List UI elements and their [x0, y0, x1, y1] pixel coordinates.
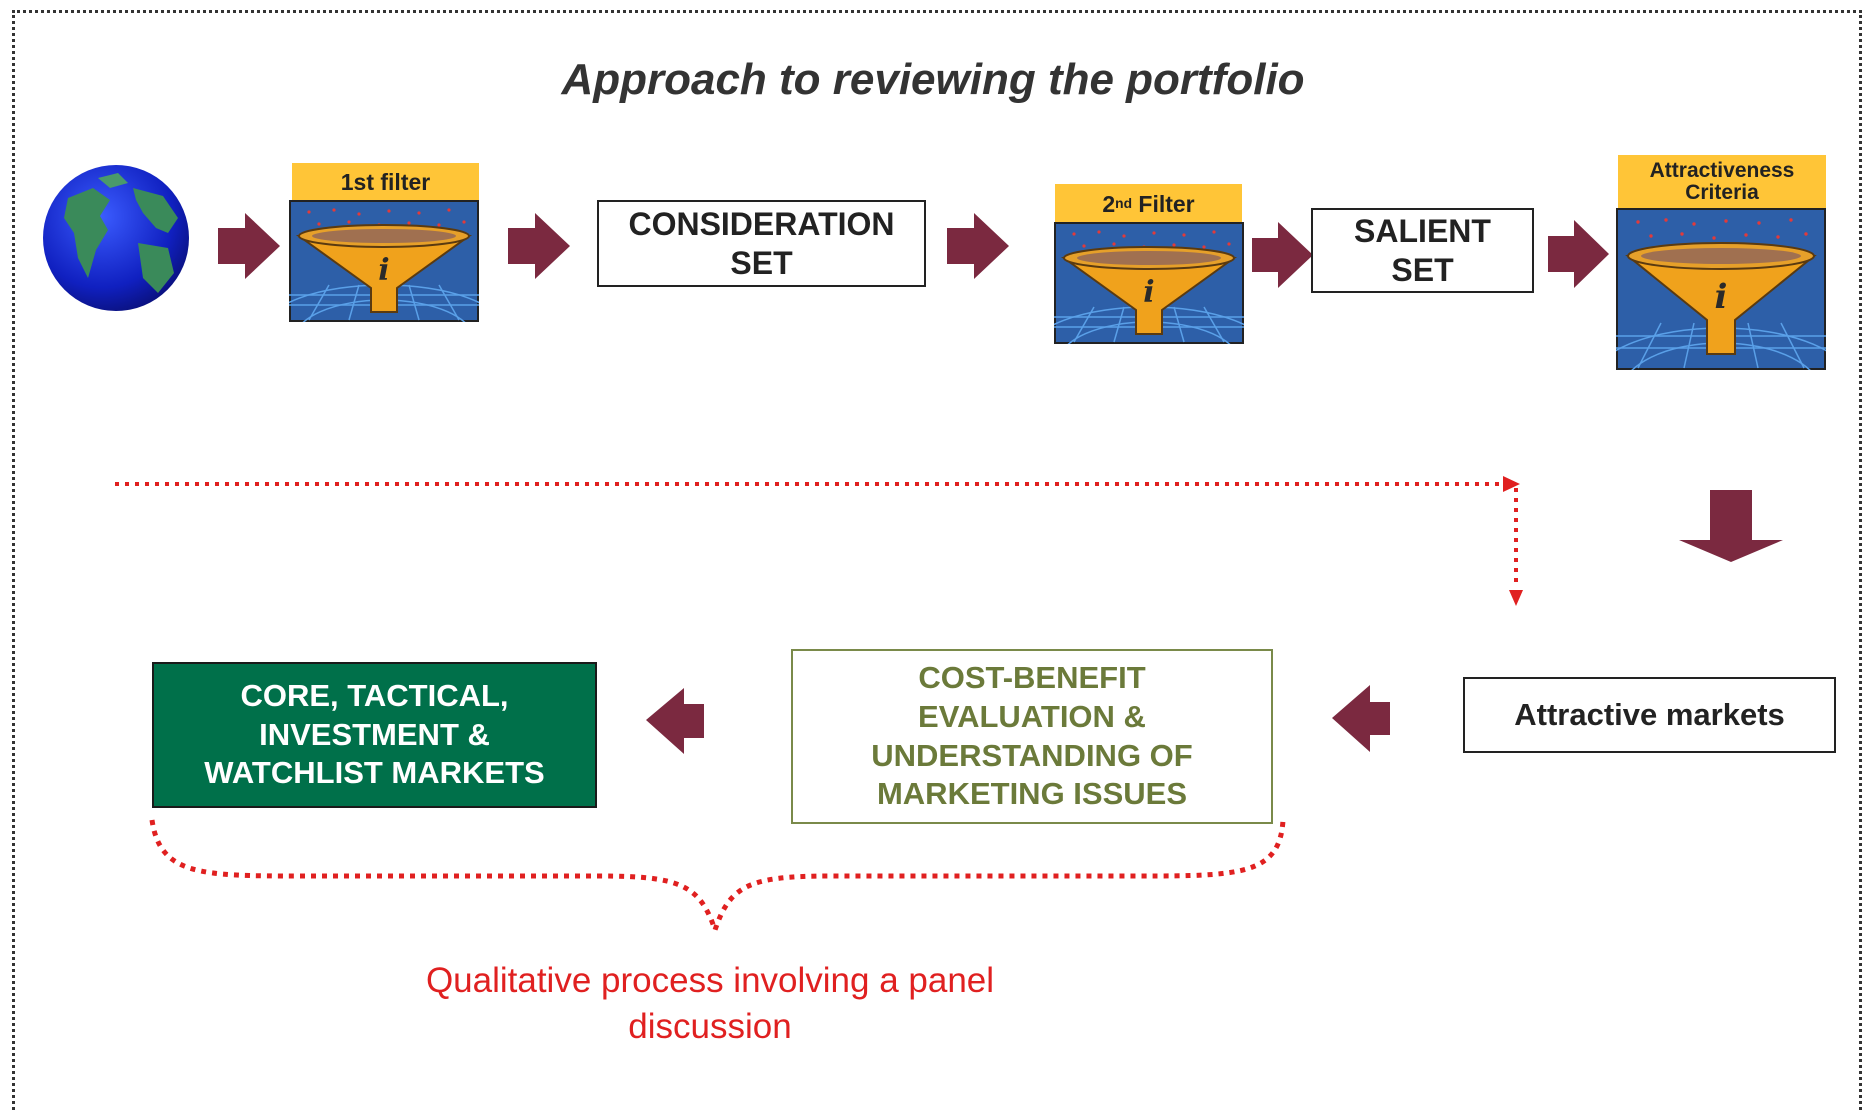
svg-text:i: i	[378, 253, 389, 288]
arrow-down-icon	[1679, 490, 1783, 562]
dotted-connector	[115, 482, 1518, 588]
arrow-right-icon	[1548, 220, 1609, 288]
arrow-left-icon	[646, 688, 704, 754]
salient-set-box: SALIENT SET	[1311, 208, 1534, 293]
filter-1-label: 1st filter	[292, 163, 479, 202]
svg-text:i: i	[1143, 275, 1154, 310]
qualitative-note: Qualitative process involving a panel di…	[425, 961, 995, 1046]
diagram-title: Approach to reviewing the portfolio	[561, 55, 1305, 104]
diagram-frame	[12, 10, 1862, 1110]
connector-arrowhead-right	[1503, 476, 1520, 492]
filter-3-label: Attractiveness Criteria	[1618, 155, 1826, 209]
attractive-markets-box: Attractive markets	[1463, 677, 1836, 753]
funnel-info-icon: i	[1054, 222, 1244, 344]
arrow-right-icon	[218, 213, 280, 279]
core-markets-box: CORE, TACTICAL, INVESTMENT & WATCHLIST M…	[152, 662, 597, 808]
curly-brace	[149, 819, 1286, 938]
arrow-right-icon	[947, 213, 1009, 279]
arrow-right-icon	[508, 213, 570, 279]
cost-benefit-box: COST-BENEFIT EVALUATION & UNDERSTANDING …	[791, 649, 1273, 824]
arrow-left-icon	[1332, 685, 1390, 752]
consideration-set-box: CONSIDERATION SET	[597, 200, 926, 287]
arrow-right-icon	[1252, 222, 1313, 288]
funnel-info-icon: i	[1616, 208, 1826, 370]
connector-arrowhead-down	[1509, 590, 1523, 606]
funnel-info-icon: i	[289, 200, 479, 322]
globe-icon	[43, 165, 189, 311]
svg-text:i: i	[1715, 277, 1728, 317]
